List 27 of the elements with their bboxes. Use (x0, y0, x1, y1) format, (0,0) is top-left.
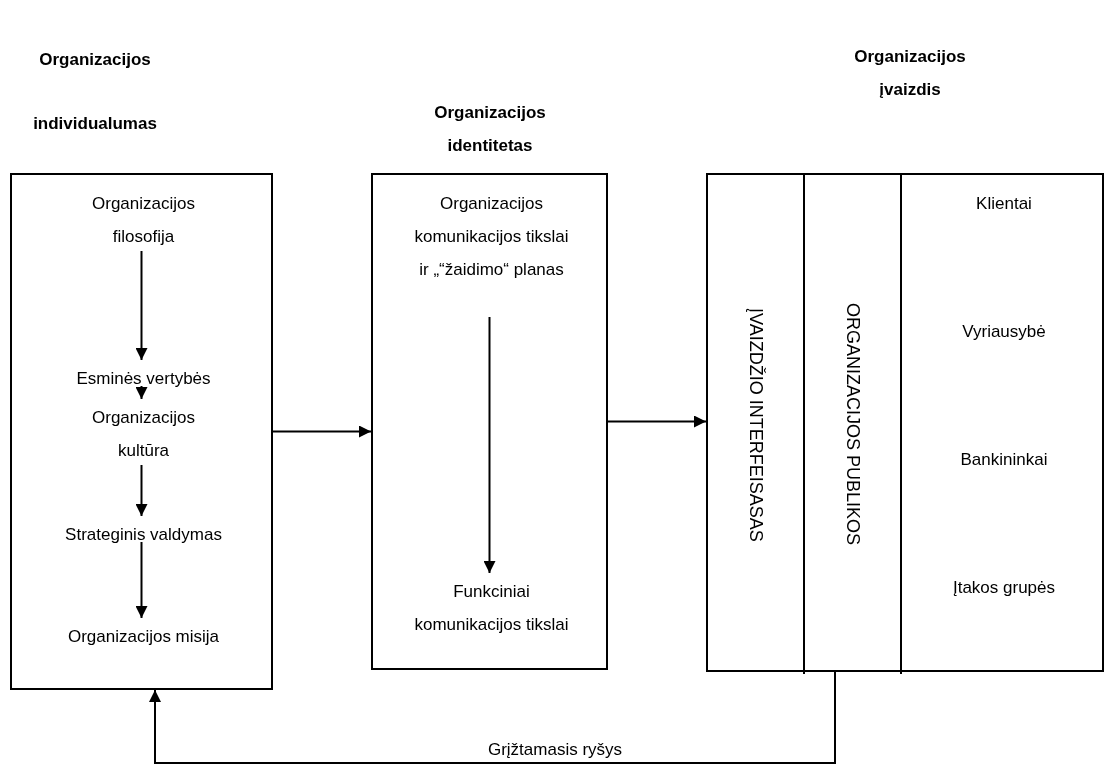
step-text: Organizacijos komunikacijos tikslai ir „“žaidimo“ planas (409, 187, 574, 319)
arrow (483, 316, 496, 574)
panel-box (371, 173, 608, 670)
vertical-heading: ORGANIZACIJOS PUBLIKOS (841, 303, 864, 546)
column-heading: Organizacijos identitetas (433, 102, 547, 157)
panel-box (706, 173, 1104, 672)
vertical-heading: ĮVAIZDŽIO INTERFEISASAS (744, 307, 767, 542)
step-text: Organizacijos kultūra (78, 401, 209, 467)
step-text: Funkciniai komunikacijos tikslai (406, 575, 577, 641)
step-text: Organizacijos filosofija (78, 187, 209, 253)
public-name: Bankininkai (959, 449, 1049, 471)
step-text: Organizacijos misija (43, 620, 244, 646)
arrow (135, 250, 148, 361)
public-name: Vyriausybė (961, 321, 1047, 343)
public-name: Įtakos grupės (951, 577, 1057, 599)
arrow (272, 425, 372, 438)
arrow (135, 464, 148, 517)
arrow (135, 541, 148, 619)
step-text: Strateginis valdymas (48, 518, 239, 544)
arrow (135, 385, 148, 400)
step-text: Esminės vertybės (68, 362, 219, 388)
arrow (607, 415, 707, 428)
column-heading: Organizacijos individualumas (32, 49, 158, 135)
public-name: Klientai (975, 193, 1033, 215)
panel-box (10, 173, 273, 690)
arrow (149, 671, 836, 764)
column-heading: Organizacijos įvaizdis (853, 46, 967, 101)
